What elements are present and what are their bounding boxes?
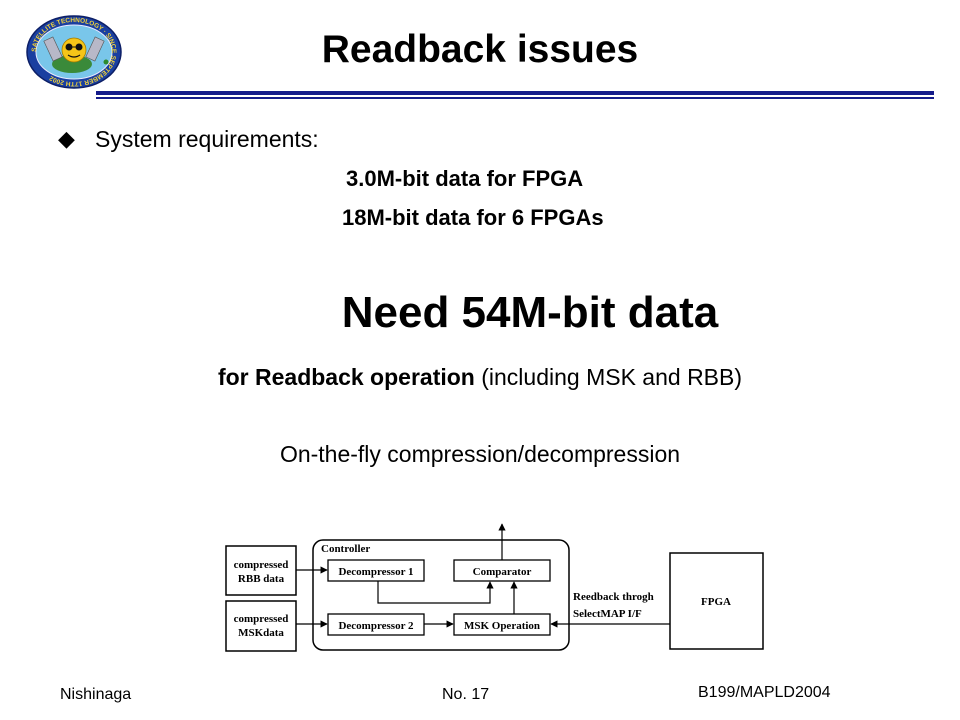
readback-rest-text: (including MSK and RBB) <box>474 364 743 390</box>
title-rule-thin <box>96 97 934 99</box>
compressed-rbb-line2: RBB data <box>238 573 285 585</box>
decompressor1-box <box>327 559 425 582</box>
requirement-item: 18M-bit data for 6 FPGAs <box>342 205 604 230</box>
satellite-emblem-icon: SATELLITE TECHNOLOGY · SINCE SEPTEMBER 1… <box>26 15 122 89</box>
readback-interface-label: SelectMAP I/F <box>573 608 642 620</box>
page-title: Readback issues <box>321 28 639 71</box>
title-rule-thick <box>96 91 934 95</box>
controller-label: Controller <box>321 543 370 555</box>
readback-line: for Readback operation (including MSK an… <box>0 364 960 391</box>
fpga-box <box>669 552 764 650</box>
requirement-item: 3.0M-bit data for FPGA <box>346 166 584 191</box>
compressed-rbb-line1: compressed <box>234 559 289 571</box>
compressed-msk-line2: MSKdata <box>238 627 284 639</box>
need-headline: Need 54M-bit data <box>341 288 719 337</box>
readback-block-diagram: compressed RBB data compressed MSKdata C… <box>225 523 764 652</box>
footer-author: Nishinaga <box>60 686 132 703</box>
compressed-msk-box <box>225 600 297 652</box>
controller-box <box>312 539 570 651</box>
msk-operation-label: MSK Operation <box>464 620 540 632</box>
comparator-label: Comparator <box>473 566 532 578</box>
decompressor1-label: Decompressor 1 <box>338 566 413 578</box>
diamond-bullet-icon: ◆ <box>58 126 75 151</box>
compressed-msk-line1: compressed <box>234 613 289 625</box>
footer-page-number: No. 17 <box>442 686 490 703</box>
diagram-arrows <box>296 523 670 628</box>
compression-line: On-the-fly compression/decompression <box>279 441 681 467</box>
readback-interface-label: Reedback throgh <box>573 591 654 603</box>
msk-operation-box <box>453 613 551 636</box>
decompressor2-label: Decompressor 2 <box>338 620 414 632</box>
footer-reference: B199/MAPLD2004 <box>698 684 831 701</box>
requirements-heading: System requirements: <box>95 126 319 152</box>
readback-bold-text: for Readback operation <box>217 364 475 390</box>
fpga-label: FPGA <box>701 596 731 608</box>
